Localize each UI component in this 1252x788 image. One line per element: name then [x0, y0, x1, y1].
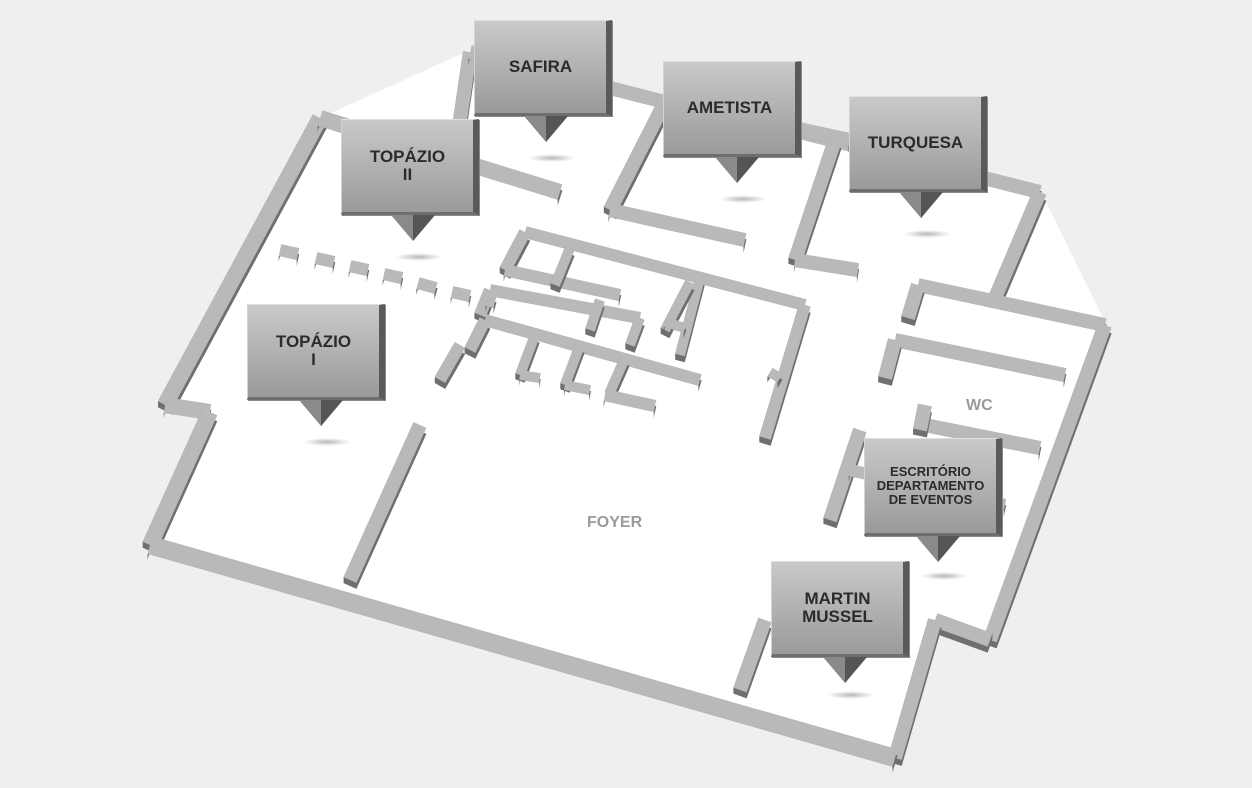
- wall-segment: [663, 317, 687, 333]
- wall-segment: [343, 422, 427, 583]
- wall-segment: [759, 303, 811, 440]
- wall-segment: [515, 333, 540, 377]
- marker-shadow: [395, 253, 443, 261]
- marker-pointer-shade: [321, 400, 343, 426]
- marker-shadow: [719, 195, 767, 203]
- room-label-turquesa: TURQUESA: [849, 96, 987, 192]
- wall-segment: [483, 314, 702, 386]
- wall-segment: [382, 268, 404, 284]
- area-label-foyer: FOYER: [587, 514, 643, 531]
- wall-segment: [932, 613, 993, 647]
- wall-segment: [625, 316, 645, 347]
- wall-segment: [585, 298, 605, 332]
- wall-segment: [888, 618, 942, 760]
- room-label-escritorio: ESCRITÓRIO DEPARTAMENTO DE EVENTOS: [864, 438, 1002, 536]
- marker-shadow: [903, 230, 951, 238]
- room-label-ametista: AMETISTA: [663, 61, 801, 157]
- wall-segment: [163, 397, 212, 420]
- wall-segment: [450, 286, 472, 302]
- marker-pointer-shade: [938, 536, 960, 562]
- wall-segment: [793, 253, 860, 277]
- room-label-martin-mussel: MARTIN MUSSEL: [771, 561, 909, 657]
- wall-segment: [142, 408, 218, 549]
- marker-shadow: [920, 572, 968, 580]
- wall-segment: [603, 389, 657, 412]
- wall-segment: [923, 418, 1042, 455]
- wall-segment: [453, 51, 477, 121]
- wall-segment: [499, 229, 531, 273]
- wall-segment: [608, 203, 747, 247]
- wall-segment: [988, 189, 1047, 301]
- wall-segment: [767, 367, 783, 383]
- wall-segment: [916, 278, 1107, 332]
- wall-segment: [464, 317, 491, 353]
- marker-pointer-shade: [921, 192, 943, 218]
- area-label-wc: WC: [966, 397, 993, 414]
- wall-segment: [523, 226, 807, 311]
- wall-segment: [878, 338, 902, 380]
- marker-pointer-shade: [413, 215, 435, 241]
- room-label-topazio-i: TOPÁZIO I: [247, 304, 385, 400]
- wall-segment: [788, 137, 842, 263]
- wall-segment: [913, 403, 932, 432]
- wall-segment: [733, 617, 772, 693]
- wall-segment: [278, 244, 300, 260]
- marker-pointer-shade: [546, 116, 568, 142]
- wall-segment: [519, 370, 541, 383]
- wall-segment: [416, 277, 438, 294]
- wall-segment: [560, 343, 585, 387]
- marker-shadow: [528, 154, 576, 162]
- marker-shadow: [303, 438, 351, 446]
- marker-pointer-shade: [845, 657, 867, 683]
- wall-segment: [901, 283, 925, 320]
- wall-segment: [158, 114, 327, 409]
- wall-segment: [348, 260, 370, 276]
- wall-segment: [983, 322, 1112, 643]
- room-label-safira: SAFIRA: [474, 20, 612, 116]
- wall-segment: [147, 536, 898, 767]
- wall-segment: [550, 246, 575, 287]
- wall-segment: [603, 98, 672, 214]
- wall-segment: [823, 427, 867, 523]
- wall-segment: [314, 252, 336, 268]
- room-label-topazio-ii: TOPÁZIO II: [341, 119, 479, 215]
- wall-segment: [675, 276, 705, 357]
- wall-segment: [434, 342, 466, 383]
- wall-segment: [485, 294, 497, 308]
- marker-shadow: [827, 691, 875, 699]
- wall-segment: [605, 356, 630, 394]
- wall-segment: [893, 333, 1067, 382]
- wall-segment: [488, 284, 642, 324]
- wall-segment: [564, 380, 591, 395]
- marker-pointer-shade: [737, 157, 759, 183]
